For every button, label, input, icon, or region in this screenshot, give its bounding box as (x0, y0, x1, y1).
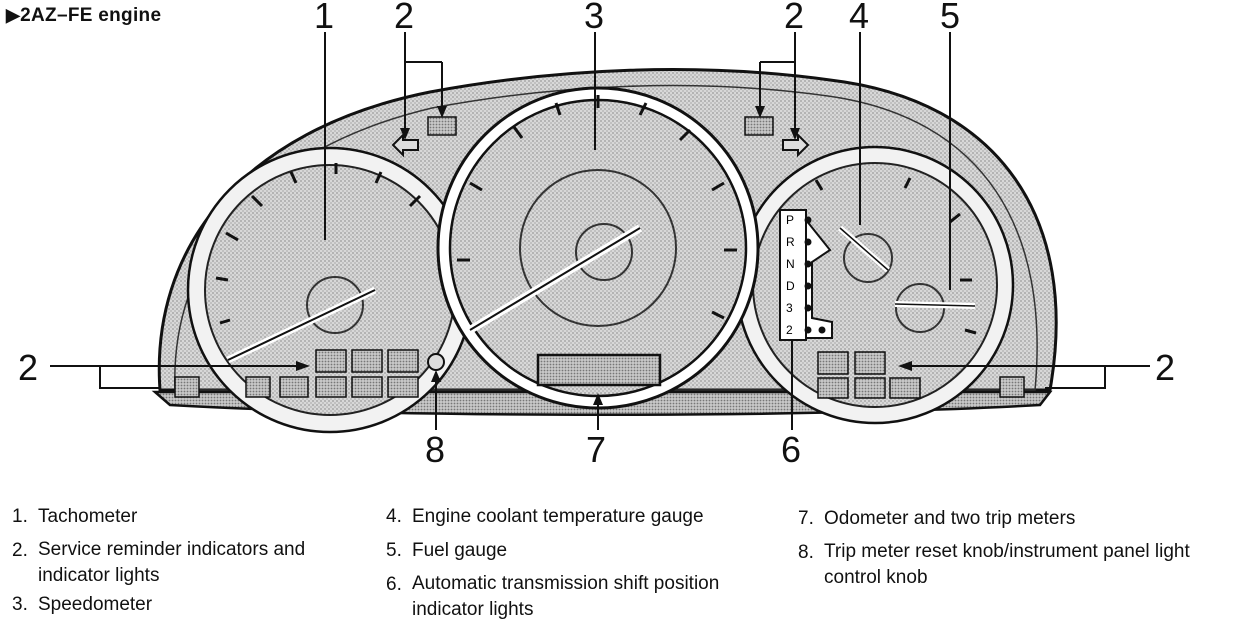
leader-lines (50, 32, 1150, 430)
shift-letter-d: D (786, 279, 795, 293)
temp-fuel-ticks (814, 177, 977, 335)
legend-item-4: 4. Engine coolant temperature gauge (386, 503, 786, 530)
speedometer (436, 86, 760, 410)
legend-num: 5. (386, 540, 402, 561)
tachometer-ticks (215, 163, 422, 325)
indicator-top-right (744, 116, 774, 136)
turn-signal-left-icon (391, 132, 419, 158)
legend-column-2: 4. Engine coolant temperature gauge 5. F… (386, 503, 786, 623)
legend-column-3: 7. Odometer and two trip meters 8. Trip … (798, 505, 1238, 591)
leader-arrowheads (296, 106, 912, 405)
indicator-lights-left (174, 349, 419, 398)
legend-num: 8. (798, 542, 814, 563)
legend-item-5: 5. Fuel gauge (386, 537, 786, 564)
callout-6: 6 (781, 429, 801, 470)
legend-item-1: 1. Tachometer (12, 503, 372, 530)
legend-text: Fuel gauge (412, 540, 508, 561)
callout-2-top-left: 2 (394, 0, 414, 36)
indicator-lights-right (817, 351, 1025, 399)
legend-item-2: 2. Service reminder indicators and indic… (12, 537, 372, 589)
title-text: 2AZ–FE engine (20, 5, 162, 26)
legend-text: Automatic transmission shift position in… (412, 573, 720, 620)
legend-column-1: 1. Tachometer 2. Service reminder indica… (12, 503, 372, 618)
diagram-title: ▶2AZ–FE engine (6, 5, 161, 27)
callout-4: 4 (849, 0, 869, 36)
legend-text: Trip meter reset knob/instrument panel l… (824, 541, 1190, 588)
callout-3: 3 (584, 0, 604, 36)
legend-text: Service reminder indicators and indicato… (38, 539, 306, 586)
legend-item-7: 7. Odometer and two trip meters (798, 505, 1238, 532)
speedometer-ticks (457, 95, 737, 330)
callout-5: 5 (940, 0, 960, 36)
indicator-top-left (427, 116, 457, 136)
legend-text: Odometer and two trip meters (824, 508, 1076, 529)
temp-fuel-gauge: P R N D 3 2 (735, 145, 1015, 425)
legend-num: 1. (12, 506, 28, 527)
callout-8: 8 (425, 429, 445, 470)
legend-num: 4. (386, 506, 402, 527)
legend-num: 6. (386, 574, 402, 595)
shift-position-indicator: P R N D 3 2 (779, 209, 833, 341)
legend-text: Tachometer (38, 506, 138, 527)
legend-item-6: 6. Automatic transmission shift position… (386, 571, 786, 623)
shift-letter-n: N (786, 257, 795, 271)
title-arrow-icon: ▶ (6, 5, 21, 25)
callout-1: 1 (314, 0, 334, 36)
shift-letter-3: 3 (786, 301, 793, 315)
shift-letter-r: R (786, 235, 795, 249)
legend-num: 7. (798, 508, 814, 529)
trip-reset-knob (427, 353, 445, 371)
callout-7: 7 (586, 429, 606, 470)
legend-num: 2. (12, 540, 28, 561)
callout-2-left: 2 (18, 347, 38, 388)
legend-item-3: 3. Speedometer (12, 591, 372, 618)
turn-signal-right-icon (782, 132, 810, 158)
legend-num: 3. (12, 594, 28, 615)
callout-2-top-right: 2 (784, 0, 804, 36)
callout-2-right: 2 (1155, 347, 1175, 388)
legend-text: Speedometer (38, 594, 153, 615)
legend-text: Engine coolant temperature gauge (412, 506, 704, 527)
shift-letter-2: 2 (786, 323, 793, 337)
odometer-display (536, 353, 662, 387)
legend-item-8: 8. Trip meter reset knob/instrument pane… (798, 539, 1238, 591)
shift-letter-p: P (786, 213, 794, 227)
